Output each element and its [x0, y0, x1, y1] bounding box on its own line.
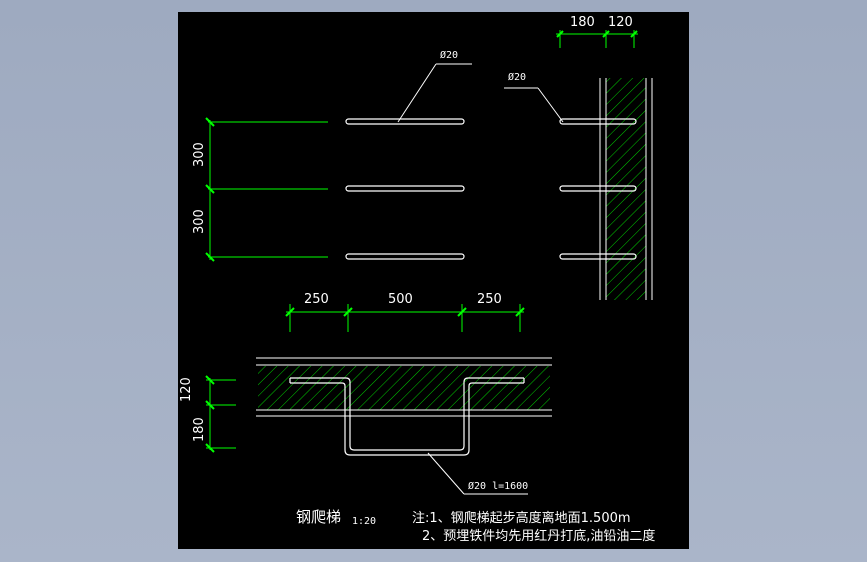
rung-bar	[345, 118, 465, 125]
label-bar-plan: Ø20 l=1600	[468, 480, 528, 492]
drawing-scale: 1:20	[352, 516, 376, 527]
leader-line	[537, 87, 564, 123]
leader-line	[397, 63, 437, 123]
bottom-dimension: 120 180	[179, 375, 236, 453]
dim-mid-250-left: 250	[304, 292, 329, 307]
note-line-2: 2、预埋铁件均先用红丹打底,油铅油二度	[422, 528, 655, 544]
dim-tick	[205, 252, 215, 262]
dim-mid-250-right: 250	[477, 292, 502, 307]
dim-tick	[285, 307, 295, 317]
embedded-bar-inner	[290, 382, 524, 456]
drawing-title: 钢爬梯	[296, 508, 341, 526]
dim-tick	[343, 307, 353, 317]
cad-drawing-canvas[interactable]: 180 120 300 300 Ø20	[178, 12, 689, 549]
middle-dimension: 250 500 250	[285, 292, 525, 332]
side-rung	[559, 118, 637, 125]
ladder-drawing: 180 120 300 300 Ø20	[179, 15, 655, 544]
dim-mid-500: 500	[388, 292, 413, 307]
dim-left-300-bottom: 300	[192, 209, 207, 234]
dim-top-120: 120	[608, 15, 633, 30]
label-bar-front: Ø20	[440, 49, 458, 61]
dim-tick	[205, 443, 215, 453]
front-elevation-rungs: Ø20	[345, 49, 472, 260]
dim-tick	[205, 375, 215, 385]
wall-hatch	[606, 78, 646, 300]
dim-tick	[205, 400, 215, 410]
rung-bar	[345, 185, 465, 192]
left-dimension: 300 300	[192, 117, 328, 262]
dim-tick	[205, 184, 215, 194]
plan-wall-hatch	[258, 366, 550, 410]
leader-line	[427, 452, 465, 495]
embedded-bar-outer	[290, 377, 524, 451]
label-bar-side: Ø20	[508, 71, 526, 83]
note-line-1: 注:1、钢爬梯起步高度离地面1.500m	[412, 510, 631, 526]
dim-tick	[630, 30, 638, 38]
dim-tick	[556, 30, 564, 38]
side-rung	[559, 185, 637, 192]
dim-tick	[602, 30, 610, 38]
dim-tick	[515, 307, 525, 317]
dim-left-300-top: 300	[192, 142, 207, 167]
plan-section: Ø20 l=1600	[256, 357, 552, 495]
side-rung	[559, 253, 637, 260]
dim-tick	[457, 307, 467, 317]
dim-tick	[205, 117, 215, 127]
dim-top-180: 180	[570, 15, 595, 30]
side-section: Ø20	[504, 71, 653, 300]
rung-bar	[345, 253, 465, 260]
dim-bottom-180: 180	[192, 417, 207, 442]
top-dimension: 180 120	[556, 15, 638, 48]
dim-bottom-120: 120	[179, 377, 194, 402]
